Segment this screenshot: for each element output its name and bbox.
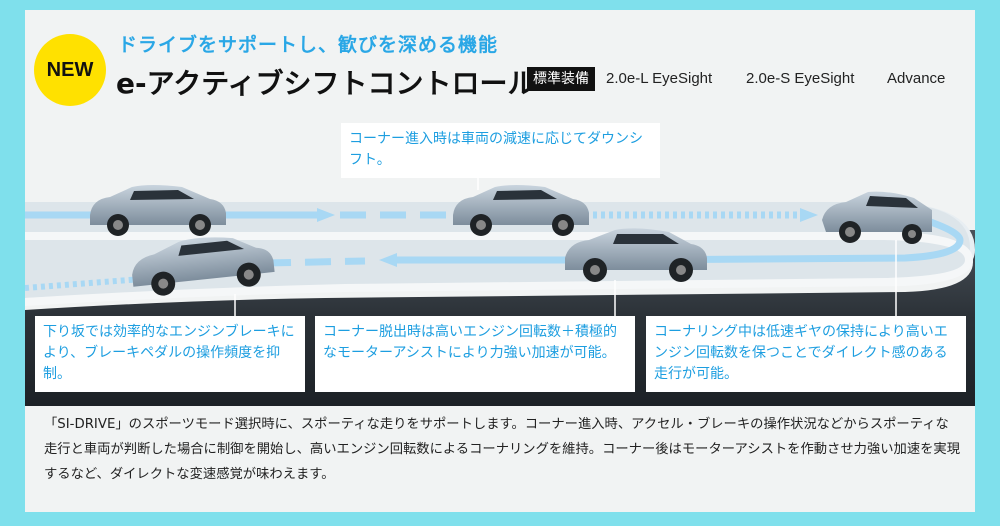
- car-image: [453, 185, 589, 236]
- car-image: [90, 185, 226, 236]
- feature-description: 「SI-DRIVE」のスポーツモード選択時に、スポーティな走りをサポートします。…: [44, 417, 961, 482]
- grade-label: 2.0e-L EyeSight: [606, 70, 713, 87]
- grade-label: 2.0e-S EyeSight: [746, 70, 855, 87]
- feature-subtitle: ドライブをサポートし、歓びを深める機能: [118, 34, 499, 56]
- path-arrow: [800, 208, 818, 222]
- callout-corner-entry: コーナー進入時は車両の減速に応じてダウンシフト。: [341, 123, 660, 178]
- feature-title: e-アクティブシフトコントロール: [116, 67, 536, 100]
- path-arrow: [379, 253, 397, 267]
- new-badge: NEW: [34, 34, 106, 106]
- car-image: [132, 237, 275, 296]
- path-line: [25, 275, 156, 291]
- car-image: [565, 228, 707, 282]
- callout-downhill: 下り坂では効率的なエンジンブレーキにより、ブレーキペダルの操作頻度を抑制。: [35, 316, 305, 392]
- standard-equipment-tag: 標準装備: [527, 67, 595, 91]
- path-line: [264, 257, 366, 267]
- path-arrow: [317, 208, 335, 222]
- car-image: [822, 191, 932, 244]
- grade-label: Advance: [887, 70, 946, 87]
- callout-corner-exit: コーナー脱出時は高いエンジン回転数＋積極的なモーターアシストにより力強い加速が可…: [315, 316, 635, 392]
- callout-cornering: コーナリング中は低速ギヤの保持により高いエンジン回転数を保つことでダイレクト感の…: [646, 316, 966, 392]
- new-badge-label: NEW: [46, 58, 94, 81]
- path-line: [614, 216, 964, 264]
